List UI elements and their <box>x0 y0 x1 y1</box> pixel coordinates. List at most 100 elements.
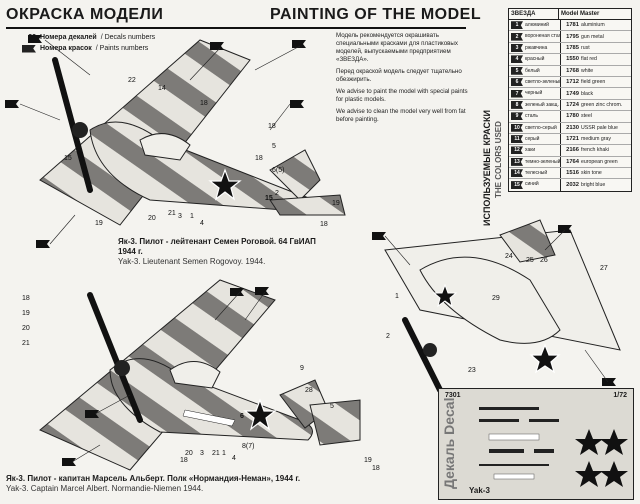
page-title-ru: ОКРАСКА МОДЕЛИ <box>6 6 164 23</box>
paint-name-ru: светло-серый <box>525 122 561 133</box>
callout-numbers: 22 14 15 18 18 5 6(5) 2 20 21 3 1 4 18 1… <box>22 77 608 472</box>
paint-code: 1781 <box>566 22 579 29</box>
callout: 19 <box>22 310 30 317</box>
paint-name-ru: алюминий <box>525 20 561 31</box>
paint-name-en: european green <box>581 158 618 165</box>
paint-name-en: medium gray <box>581 136 611 143</box>
decal-star <box>575 429 603 455</box>
plane-1-red-star <box>208 168 242 201</box>
callout: 21 <box>22 340 30 347</box>
callout: 3 <box>178 213 182 220</box>
callout: 25 <box>526 257 534 264</box>
decal-stripe <box>529 419 559 422</box>
paint-code: 2130 <box>566 124 579 131</box>
callout: 14 <box>158 85 166 92</box>
callout: 22 <box>128 77 136 84</box>
plane-2-caption: Як-3. Пилот - капитан Марсель Альберт. П… <box>6 474 336 494</box>
paint-flag-icon: 1 <box>511 21 523 30</box>
decal-stripe <box>479 464 549 466</box>
paint-table-header-en: Model Master <box>561 11 600 17</box>
paint-name-en: rust <box>581 44 590 51</box>
decal-code: 7301 <box>445 392 461 399</box>
decal-sheet: 7301 1/72 Декаль Decal Yak-3 <box>438 388 634 500</box>
paint-flag-icon: 6 <box>511 78 523 87</box>
paint-code: 1795 <box>566 33 579 40</box>
callout: 4 <box>200 220 204 227</box>
plane-1-spinner <box>72 122 88 138</box>
plane-3-star-left <box>432 283 458 308</box>
paint-name-ru: хаки <box>525 145 561 156</box>
paint-flag-icon: 12 <box>511 146 523 155</box>
paint-flag-icon: 2 <box>511 32 523 41</box>
decal-label-en: / Decals numbers <box>100 34 156 41</box>
callout: 9 <box>300 365 304 372</box>
decal-stripe <box>534 449 554 453</box>
paint-code: 1780 <box>566 113 579 120</box>
callout: 4 <box>232 455 236 462</box>
callout: 20 <box>148 215 156 222</box>
paint-name-en: bright blue <box>581 182 606 189</box>
callout: 26 <box>540 257 548 264</box>
paint-name-en: green zinc chrom. <box>581 101 623 108</box>
paint-code: 1785 <box>566 44 579 51</box>
plane-1-tail <box>269 149 321 201</box>
paint-flag-icon: 8 <box>511 100 523 109</box>
decal-star <box>600 461 628 487</box>
plane-3-underside-drawing <box>384 219 621 393</box>
paint-flag-icon: 14 <box>511 169 523 178</box>
paint-name-en: gun metal <box>581 33 604 40</box>
paint-code: 1721 <box>566 136 579 143</box>
callout: 6(5) <box>272 167 284 174</box>
paint-flag-icon <box>22 44 36 53</box>
paint-code: 2166 <box>566 147 579 154</box>
callout: 18 <box>372 465 380 472</box>
callout: 18 <box>255 155 263 162</box>
paint-label-ru: Номера красок <box>40 45 92 52</box>
paint-code: 2032 <box>566 182 579 189</box>
callout: 18 <box>200 100 208 107</box>
leader-lines <box>19 39 609 463</box>
paint-name-ru: телесный <box>525 168 561 179</box>
paint-name-en: USSR pale blue <box>581 124 618 131</box>
callout: 21 <box>168 210 176 217</box>
callout: 1 <box>395 293 399 300</box>
paint-name-en: french khaki <box>581 147 609 154</box>
callout: 23 <box>468 367 476 374</box>
plane-3-star-wing <box>529 343 561 374</box>
callout: 3 <box>200 450 204 457</box>
paint-name-en: flat red <box>581 56 597 63</box>
plane-1-drawing: 15 <box>39 39 346 226</box>
legend-paints: Номера красок / Paints numbers <box>22 43 155 54</box>
paint-name-ru: серый <box>525 133 561 145</box>
paint-name-en: white <box>581 67 594 74</box>
callout: 1 <box>222 450 226 457</box>
plane-3-spinner <box>423 343 437 357</box>
paint-flag-icon: 13 <box>511 157 523 166</box>
paint-flag-icon: 11 <box>511 135 523 144</box>
plane-2-canopy <box>169 361 221 389</box>
callout: 24 <box>505 253 513 260</box>
paint-name-en: skin tone <box>581 170 602 177</box>
paint-name-ru: светло-зеленый <box>525 76 561 88</box>
plane-3-propeller <box>402 317 443 393</box>
callout: 29 <box>492 295 500 302</box>
plane-2-propeller <box>87 292 143 423</box>
callout: 28 <box>305 387 313 394</box>
plane-1-caption: Як-3. Пилот - лейтенант Семен Роговой. 6… <box>118 237 318 267</box>
paint-name-ru: ржавчина <box>525 42 561 54</box>
callout: 18 <box>268 123 276 130</box>
plane-2-stabilizer <box>309 399 361 446</box>
paint-name-ru: темно-зеленый <box>525 156 561 168</box>
paint-flag-icon: 10 <box>511 123 523 132</box>
paint-code: 1764 <box>566 158 579 165</box>
